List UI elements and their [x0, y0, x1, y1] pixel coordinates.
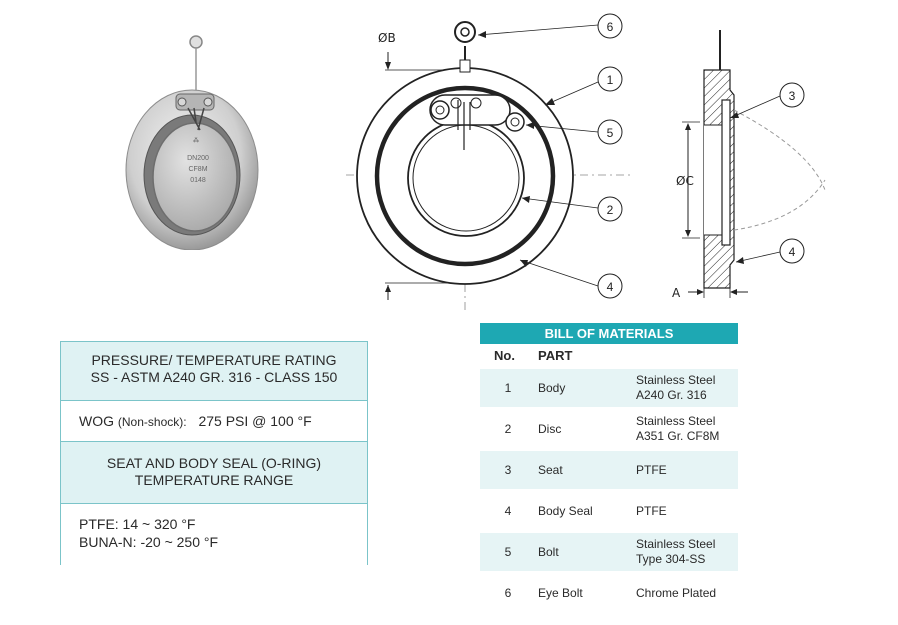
pressure-temperature-title: PRESSURE/ TEMPERATURE RATING — [91, 352, 337, 368]
valve-product-photo: ⁂ DN200 CF8M 0148 — [125, 35, 259, 250]
callout-1: 1 — [607, 73, 614, 87]
bom-row-material: PTFE — [636, 492, 667, 530]
ptfe-range: PTFE: 14 ~ 320 °F — [79, 516, 196, 532]
valve-disc — [152, 122, 238, 232]
disc-section — [721, 99, 731, 246]
front-view-drawing: ØB 6 1 5 2 4 — [346, 13, 634, 310]
bom-header-part: PART — [538, 348, 573, 363]
bom-row-part: Disc — [538, 422, 562, 436]
rating-table: PRESSURE/ TEMPERATURE RATING SS - ASTM A… — [60, 341, 368, 565]
seal-range-row: PTFE: 14 ~ 320 °F BUNA-N: -20 ~ 250 °F — [61, 503, 367, 565]
svg-text:⁂: ⁂ — [193, 138, 199, 144]
bill-of-materials: BILL OF MATERIALS No. PART 1 Body Stainl… — [480, 323, 738, 611]
dim-label-a: A — [672, 286, 681, 300]
bom-material-line1: PTFE — [636, 462, 667, 477]
bom-row-part: Body Seal — [538, 504, 593, 518]
bom-row: 3 Seat PTFE — [480, 451, 738, 489]
callout-6: 6 — [607, 20, 614, 34]
photo-marking-size: DN200 — [187, 155, 209, 162]
bom-row-part: Body — [538, 381, 566, 395]
bom-row-part: Eye Bolt — [538, 586, 583, 600]
bom-row-material: Chrome Plated — [636, 574, 716, 612]
callout-4-section: 4 — [789, 245, 796, 259]
callout-3: 3 — [789, 89, 796, 103]
wog-label: WOG — [79, 413, 114, 429]
photo-marking-material: CF8M — [188, 166, 207, 173]
body-seal-ring — [374, 85, 556, 267]
bom-row-no: 5 — [504, 545, 512, 559]
bom-title: BILL OF MATERIALS — [480, 323, 738, 344]
bom-row-no: 1 — [504, 381, 512, 395]
section-view-drawing: ØC A 3 4 — [672, 30, 826, 300]
bom-material-line1: Stainless Steel — [636, 537, 716, 551]
material-class: SS - ASTM A240 GR. 316 - CLASS 150 — [90, 369, 338, 385]
bom-row-material: Stainless Steel A351 Gr. CF8M — [636, 410, 719, 448]
bom-row-no: 2 — [504, 422, 512, 436]
bom-row-part: Seat — [538, 463, 563, 477]
bom-row: 5 Bolt Stainless Steel Type 304-SS — [480, 533, 738, 571]
bom-row: 1 Body Stainless Steel A240 Gr. 316 — [480, 369, 738, 407]
bom-row: 2 Disc Stainless Steel A351 Gr. CF8M — [480, 410, 738, 448]
photo-marking-code: 0148 — [190, 177, 206, 184]
bom-material-line2: A240 Gr. 316 — [636, 388, 707, 402]
callout-4: 4 — [607, 280, 614, 294]
seal-header-line2: TEMPERATURE RANGE — [134, 472, 294, 488]
bom-material-line1: Chrome Plated — [636, 585, 717, 600]
wog-note: (Non-shock): — [117, 415, 187, 429]
bom-material-line2: Type 304-SS — [636, 552, 706, 566]
dim-label-b: ØB — [378, 31, 396, 45]
wog-value: 275 PSI @ 100 °F — [198, 413, 312, 429]
dim-label-c: ØC — [676, 174, 694, 188]
bom-row-material: PTFE — [636, 451, 667, 489]
bom-row-part: Bolt — [538, 545, 559, 559]
bom-material-line1: Stainless Steel — [636, 414, 716, 428]
bom-row-no: 4 — [504, 504, 512, 518]
callout-5: 5 — [607, 126, 614, 140]
bom-row-no: 6 — [504, 586, 512, 600]
buna-range: BUNA-N: -20 ~ 250 °F — [79, 534, 219, 550]
seal-header-line1: SEAT AND BODY SEAL (O-RING) — [106, 455, 322, 471]
bom-material-line2: A351 Gr. CF8M — [636, 429, 720, 443]
bom-row-material: Stainless Steel A240 Gr. 316 — [636, 369, 715, 407]
bom-material-line1: Stainless Steel — [636, 373, 716, 387]
bom-row: 4 Body Seal PTFE — [480, 492, 738, 530]
wog-row: WOG (Non-shock): 275 PSI @ 100 °F — [61, 400, 367, 441]
callout-2: 2 — [607, 203, 614, 217]
bom-material-line1: PTFE — [636, 503, 667, 518]
bom-row: 6 Eye Bolt Chrome Plated — [480, 574, 738, 612]
pressure-temperature-header: PRESSURE/ TEMPERATURE RATING SS - ASTM A… — [61, 342, 367, 400]
seal-temperature-header: SEAT AND BODY SEAL (O-RING) TEMPERATURE … — [61, 441, 367, 503]
bom-row-material: Stainless Steel Type 304-SS — [636, 533, 715, 571]
eye-bolt-ring — [189, 35, 203, 49]
bom-row-no: 3 — [504, 463, 512, 477]
bom-header-no: No. — [494, 348, 515, 363]
